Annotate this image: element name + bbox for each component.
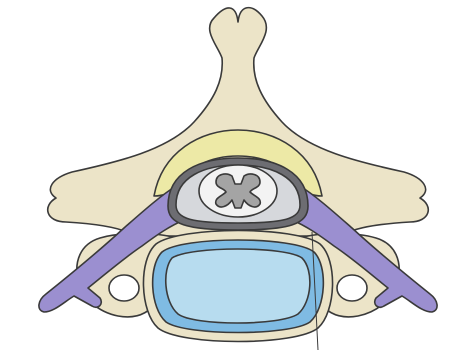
- foramen-transversarium-right: [337, 275, 367, 301]
- nucleus-pulposus: [166, 249, 310, 323]
- foramen-transversarium-left: [109, 275, 139, 301]
